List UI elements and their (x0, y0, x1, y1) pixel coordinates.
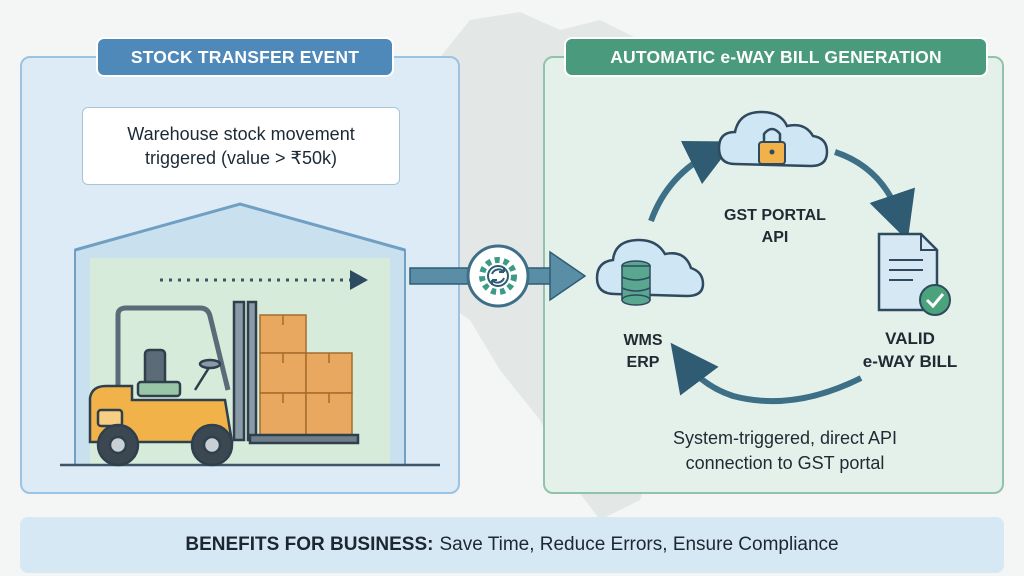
document-check-icon (877, 232, 951, 316)
stock-transfer-title: STOCK TRANSFER EVENT (96, 37, 394, 77)
benefits-text: Save Time, Reduce Errors, Ensure Complia… (439, 534, 839, 555)
valid-label-line-2: e-WAY BILL (862, 351, 958, 371)
warehouse-scene (60, 202, 440, 467)
cloud-database-icon (595, 238, 705, 306)
wms-erp-label: WMS ERP (593, 330, 693, 373)
transfer-connector (409, 244, 587, 308)
caption-line-1: System-triggered, direct API (672, 428, 898, 448)
gst-label-line-1: GST PORTAL (724, 207, 826, 224)
gear-sync-icon (466, 244, 530, 308)
wms-label-line-1: WMS (623, 332, 663, 349)
callout-line-2: triggered (value > ₹50k) (144, 148, 338, 168)
valid-eway-label: VALID e-WAY BILL (845, 328, 975, 374)
forklift-icon (88, 300, 360, 467)
wms-label-line-2: ERP (626, 353, 660, 371)
cycle-arrow-icon (834, 149, 915, 241)
benefits-label: BENEFITS FOR BUSINESS: (185, 534, 434, 555)
callout-line-1: Warehouse stock movement (127, 123, 355, 144)
eway-bill-title: AUTOMATIC e-WAY BILL GENERATION (564, 37, 988, 77)
gst-portal-label: GST PORTAL API (700, 205, 850, 248)
benefits-bar: BENEFITS FOR BUSINESS: Save Time, Reduce… (20, 517, 1004, 573)
valid-label-line-1: VALID (885, 329, 935, 348)
eway-cycle-diagram (595, 110, 951, 405)
trigger-callout: Warehouse stock movement triggered (valu… (82, 107, 400, 185)
box-icon (259, 314, 353, 436)
caption-line-2: connection to GST portal (685, 453, 885, 474)
api-caption: System-triggered, direct API connection … (600, 426, 970, 476)
cycle-arrow-icon (648, 140, 735, 223)
cloud-lock-icon (717, 110, 829, 168)
gst-label-line-2: API (761, 228, 789, 246)
cycle-arrow-icon (670, 342, 863, 405)
